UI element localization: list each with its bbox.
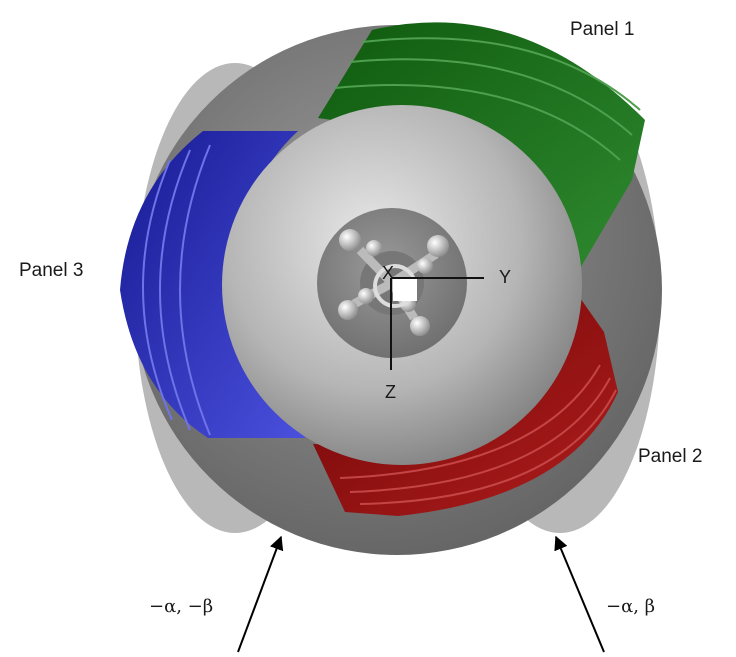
axis-x-label: X	[382, 263, 394, 283]
panel-3	[120, 131, 306, 438]
panel-2-label: Panel 2	[638, 446, 702, 467]
panel-1-label: Panel 1	[570, 19, 634, 40]
axis-y-label: Y	[499, 267, 511, 287]
panel-3-label: Panel 3	[19, 260, 83, 281]
arrow-left	[237, 535, 284, 653]
axis-z-label: Z	[385, 382, 396, 402]
axes: X Y Z	[382, 263, 511, 402]
axis-origin-box	[393, 279, 417, 301]
arrow-right	[554, 535, 605, 653]
direction-left-label: −α, −β	[149, 596, 213, 617]
direction-right-label: −α, β	[606, 596, 655, 617]
